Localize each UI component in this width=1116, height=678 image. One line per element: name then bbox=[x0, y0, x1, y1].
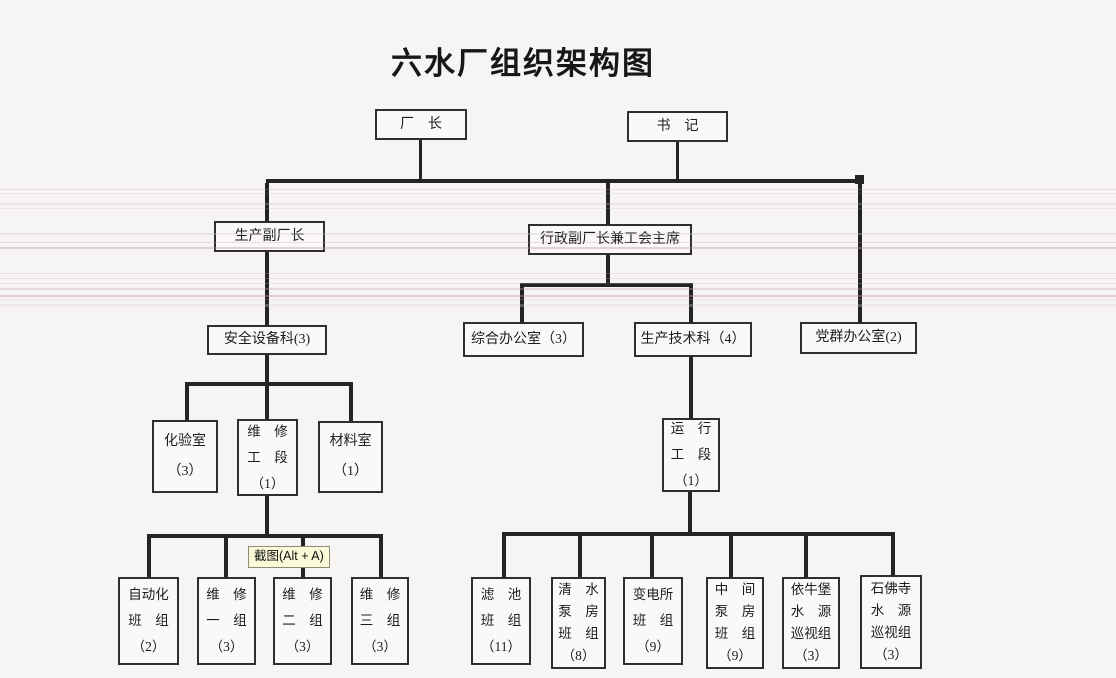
connector-line bbox=[689, 287, 693, 322]
connector-line bbox=[265, 386, 269, 419]
connector-line bbox=[265, 183, 269, 221]
connector-line bbox=[349, 386, 353, 421]
node-safety-equipment-section: 安全设备科(3) bbox=[207, 325, 327, 355]
node-secretary: 书 记 bbox=[627, 111, 728, 142]
connector-line bbox=[688, 492, 692, 532]
node-operation-workshop: 运 行工 段（1） bbox=[662, 418, 720, 492]
node-shifosi-water-source-patrol-team: 石佛寺水 源巡视组（3） bbox=[860, 575, 922, 669]
connector-bus bbox=[520, 283, 693, 287]
scan-artifact-line bbox=[0, 189, 1116, 190]
connector-line bbox=[578, 536, 582, 577]
connector-endpoint-dot bbox=[855, 175, 864, 184]
scan-artifact-line bbox=[0, 278, 1116, 279]
node-admin-deputy-director-union-chairman: 行政副厂长兼工会主席 bbox=[528, 224, 692, 255]
connector-bus bbox=[147, 534, 383, 538]
node-maintenance-team-3: 维 修三 组（3） bbox=[351, 577, 409, 665]
connector-bus bbox=[266, 179, 863, 183]
node-party-mass-office: 党群办公室(2) bbox=[800, 322, 917, 354]
connector-line bbox=[606, 255, 610, 283]
node-maintenance-workshop: 维 修工 段（1） bbox=[237, 419, 298, 496]
node-production-deputy-director: 生产副厂长 bbox=[214, 221, 325, 252]
node-laboratory: 化验室（3） bbox=[152, 420, 218, 493]
connector-bus bbox=[185, 382, 353, 386]
connector-line bbox=[729, 536, 733, 577]
connector-line bbox=[265, 252, 269, 325]
connector-line bbox=[265, 355, 269, 383]
connector-line bbox=[891, 536, 895, 575]
node-clean-water-pump-house-team: 清 水泵 房班 组（8） bbox=[551, 577, 606, 669]
scan-artifact-line bbox=[0, 273, 1116, 274]
node-substation-team: 变电所班 组（9） bbox=[623, 577, 683, 665]
node-maintenance-team-2: 维 修二 组（3） bbox=[273, 577, 332, 665]
connector-line bbox=[224, 538, 228, 577]
scan-artifact-line bbox=[0, 299, 1116, 300]
connector-line bbox=[804, 536, 808, 577]
connector-line bbox=[689, 357, 693, 418]
connector-line bbox=[502, 536, 506, 577]
scan-artifact-line bbox=[0, 208, 1116, 209]
scan-artifact-line bbox=[0, 288, 1116, 290]
connector-line bbox=[858, 183, 862, 322]
node-production-technology-section: 生产技术科（4） bbox=[634, 322, 752, 357]
scan-artifact-line bbox=[0, 193, 1116, 194]
connector-line bbox=[650, 536, 654, 577]
node-yiniupu-water-source-patrol-team: 依牛堡水 源巡视组（3） bbox=[782, 577, 840, 669]
connector-line bbox=[379, 538, 383, 577]
screenshot-hotkey-tooltip: 截图(Alt + A) bbox=[248, 546, 330, 568]
scan-artifact-line bbox=[0, 304, 1116, 307]
connector-line bbox=[676, 142, 679, 180]
connector-line bbox=[419, 140, 422, 180]
node-general-office: 综合办公室（3） bbox=[463, 322, 584, 357]
node-automation-team: 自动化班 组（2） bbox=[118, 577, 179, 665]
node-intermediate-pump-house-team: 中 间泵 房班 组（9） bbox=[706, 577, 764, 669]
connector-line bbox=[185, 386, 189, 420]
scan-artifact-line bbox=[0, 295, 1116, 297]
connector-line bbox=[265, 496, 269, 534]
node-factory-director: 厂 长 bbox=[375, 109, 467, 140]
connector-line bbox=[520, 287, 524, 322]
scan-artifact-line bbox=[0, 203, 1116, 205]
page-title: 六水厂组织架构图 bbox=[391, 46, 655, 81]
node-materials-room: 材料室（1） bbox=[318, 421, 383, 493]
connector-line bbox=[147, 538, 151, 577]
connector-bus bbox=[502, 532, 895, 536]
connector-line bbox=[606, 183, 610, 224]
node-maintenance-team-1: 维 修一 组（3） bbox=[197, 577, 256, 665]
node-filter-pool-team: 滤 池班 组（11） bbox=[471, 577, 531, 665]
